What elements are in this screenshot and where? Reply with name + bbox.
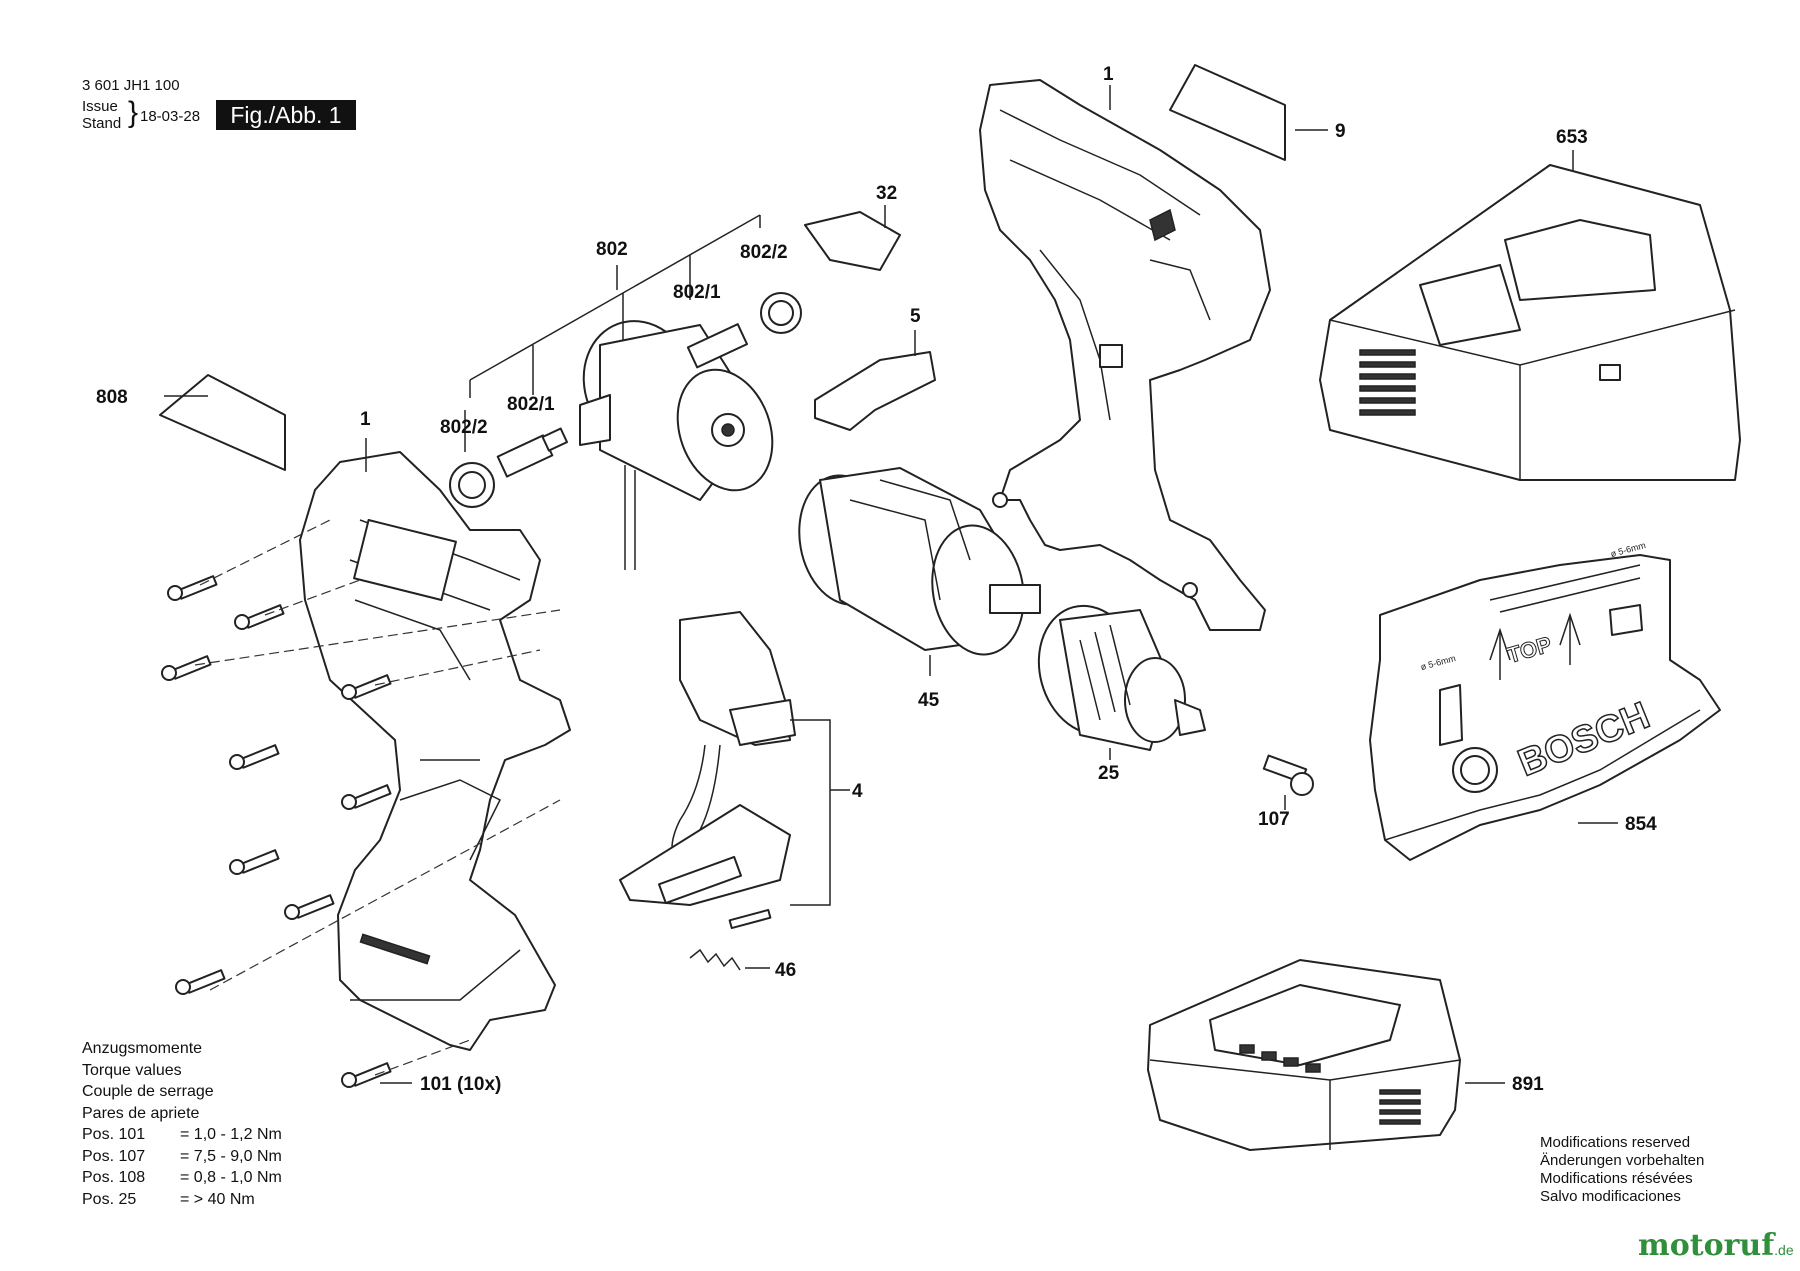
callout-854: 854: [1625, 814, 1657, 835]
chuck-part: [1037, 604, 1206, 760]
callout-802: 802: [596, 239, 628, 260]
callout-5: 5: [910, 306, 921, 327]
figure-label: Fig./Abb. 1: [216, 100, 356, 130]
callout-1-left: 1: [360, 409, 371, 430]
belt-clip-part: [1369, 554, 1721, 861]
screw: [234, 604, 285, 630]
callout-1-right: 1: [1103, 64, 1114, 85]
callout-32: 32: [876, 183, 897, 204]
screw: [341, 1062, 392, 1088]
battery-part: [1147, 959, 1461, 1151]
switch-cap-part: [804, 211, 901, 271]
callout-9: 9: [1335, 121, 1346, 142]
screw: [161, 655, 212, 681]
screw: [167, 575, 218, 601]
torque-row: Pos. 108= 0,8 - 1,0 Nm: [82, 1169, 282, 1186]
screw-107: [1262, 754, 1314, 810]
issue-label: Issue: [82, 98, 118, 115]
torque-table: Anzugsmomente Torque values Couple de se…: [82, 1038, 282, 1210]
screw: [341, 674, 392, 700]
screw: [229, 849, 280, 875]
torque-heading-fr: Couple de serrage: [82, 1083, 214, 1100]
torque-heading-es: Pares de apriete: [82, 1104, 200, 1122]
spring-46: [689, 948, 770, 971]
trigger-switch-part: [619, 611, 850, 930]
callout-4: 4: [852, 781, 863, 802]
screws-group: [161, 575, 392, 1088]
torque-heading-de: Anzugsmomente: [82, 1040, 203, 1057]
callout-802-2-top: 802/2: [740, 242, 788, 263]
label-sticker-808: [159, 374, 286, 471]
screw: [229, 744, 280, 770]
callout-45: 45: [918, 690, 940, 711]
torque-row: Pos. 25= > 40 Nm: [82, 1190, 255, 1208]
part-number: 3 601 JH1 100: [82, 77, 180, 94]
brush-holder-top: [686, 323, 749, 369]
callout-802-1-mid: 802/1: [507, 394, 555, 415]
callout-653: 653: [1556, 127, 1588, 148]
stand-label: Stand: [82, 115, 122, 132]
screw: [175, 969, 226, 995]
callout-802-1-top: 802/1: [673, 282, 721, 303]
callout-25: 25: [1098, 763, 1120, 784]
leader-lines: [164, 85, 1618, 1084]
callout-891: 891: [1512, 1074, 1544, 1095]
gearbox-part: [798, 467, 1041, 676]
modifications-note: Modifications reserved Änderungen vorbeh…: [1540, 1134, 1705, 1205]
label-sticker-9: [1169, 64, 1286, 161]
right-housing-part: [979, 79, 1271, 631]
charger-part: [1319, 164, 1741, 481]
brace: }: [128, 96, 139, 129]
callout-802-2-left: 802/2: [440, 417, 488, 438]
callout-107: 107: [1258, 809, 1290, 830]
slide-part: [814, 351, 936, 431]
motor-part: [579, 320, 774, 570]
issue-date: 18-03-28: [140, 108, 201, 125]
callout-101: 101 (10x): [420, 1074, 501, 1095]
screw: [341, 784, 392, 810]
callout-808: 808: [96, 387, 128, 408]
watermark: motoruf.de: [1638, 1228, 1794, 1263]
torque-heading-en: Torque values: [82, 1061, 182, 1079]
torque-row: Pos. 107= 7,5 - 9,0 Nm: [82, 1147, 282, 1165]
callout-46: 46: [775, 960, 796, 981]
torque-row: Pos. 101= 1,0 - 1,2 Nm: [82, 1126, 282, 1143]
left-housing-part: [299, 451, 571, 1051]
screw: [284, 894, 335, 920]
